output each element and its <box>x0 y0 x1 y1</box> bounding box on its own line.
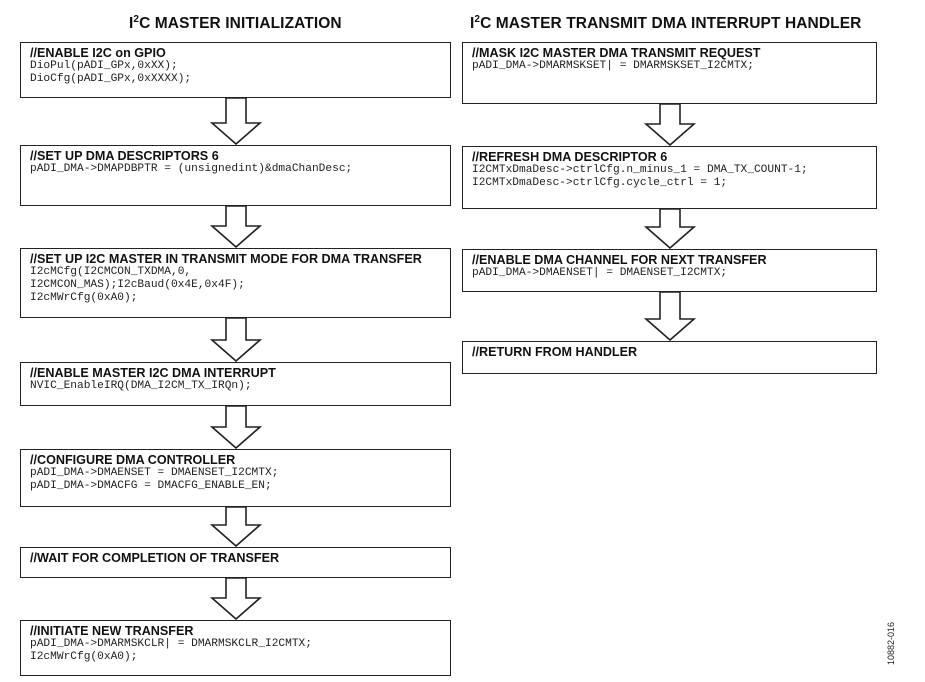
left-step-box: //SET UP I2C MASTER IN TRANSMIT MODE FOR… <box>20 248 451 318</box>
step-heading: //CONFIGURE DMA CONTROLLER <box>30 453 236 467</box>
step-heading: //ENABLE DMA CHANNEL FOR NEXT TRANSFER <box>472 253 767 267</box>
step-heading: //ENABLE MASTER I2C DMA INTERRUPT <box>30 366 276 380</box>
step-heading: //INITIATE NEW TRANSFER <box>30 624 194 638</box>
step-code-line: pADI_DMA->DMAENSET = DMAENSET_I2CMTX; <box>30 467 279 479</box>
step-heading: //ENABLE I2C on GPIO <box>30 46 166 60</box>
step-code-line: pADI_DMA->DMACFG = DMACFG_ENABLE_EN; <box>30 480 272 492</box>
title-left-prefix: I <box>129 15 134 32</box>
right-flow-arrow <box>643 104 696 146</box>
step-code-line: I2cMCfg(I2CMCON_TXDMA,0, <box>30 266 192 278</box>
step-code-line: pADI_DMA->DMAENSET| = DMAENSET_I2CMTX; <box>472 267 728 279</box>
step-code-line: I2cMWrCfg(0xA0); <box>30 292 138 304</box>
step-code-line: I2cMWrCfg(0xA0); <box>30 651 138 663</box>
step-heading: //MASK I2C MASTER DMA TRANSMIT REQUEST <box>472 46 761 60</box>
title-left-text: C MASTER INITIALIZATION <box>139 15 342 32</box>
step-heading: //REFRESH DMA DESCRIPTOR 6 <box>472 150 668 164</box>
title-right-superscript: 2 <box>474 14 481 25</box>
left-step-box: //WAIT FOR COMPLETION OF TRANSFER <box>20 547 451 578</box>
step-heading: //RETURN FROM HANDLER <box>472 345 638 359</box>
step-code-line: I2CMTxDmaDesc->ctrlCfg.n_minus_1 = DMA_T… <box>472 164 808 176</box>
right-column-title: I2C MASTER TRANSMIT DMA INTERRUPT HANDLE… <box>470 14 861 33</box>
step-code-line: DioPul(pADI_GPx,0xXX); <box>30 60 178 72</box>
step-heading: //SET UP I2C MASTER IN TRANSMIT MODE FOR… <box>30 252 422 266</box>
left-flow-arrow <box>209 318 262 362</box>
left-flow-arrow <box>209 98 262 145</box>
title-left-superscript: 2 <box>133 14 140 25</box>
step-heading: //SET UP DMA DESCRIPTORS 6 <box>30 149 219 163</box>
step-code-line: pADI_DMA->DMAPDBPTR = (unsignedint)&dmaC… <box>30 163 353 175</box>
step-code-line: I2CMTxDmaDesc->ctrlCfg.cycle_ctrl = 1; <box>472 177 728 189</box>
step-code-line: DioCfg(pADI_GPx,0xXXXX); <box>30 73 192 85</box>
title-right-prefix: I <box>470 15 475 32</box>
right-flow-arrow <box>643 292 696 341</box>
step-code-line: NVIC_EnableIRQ(DMA_I2CM_TX_IRQn); <box>30 380 252 392</box>
step-code-line: pADI_DMA->DMARMSKSET| = DMARMSKSET_I2CMT… <box>472 60 754 72</box>
right-flow-arrow <box>643 209 696 249</box>
figure-id: 10882-016 <box>886 621 896 665</box>
step-code-line: pADI_DMA->DMARMSKCLR| = DMARMSKCLR_I2CMT… <box>30 638 312 650</box>
left-flow-arrow <box>209 578 262 620</box>
left-column-title: I2C MASTER INITIALIZATION <box>129 14 342 33</box>
step-heading: //WAIT FOR COMPLETION OF TRANSFER <box>30 551 280 565</box>
right-step-box: //RETURN FROM HANDLER <box>462 341 877 374</box>
step-code-line: I2CMCON_MAS);I2cBaud(0x4E,0x4F); <box>30 279 245 291</box>
left-flow-arrow <box>209 507 262 547</box>
left-flow-arrow <box>209 406 262 449</box>
title-right-text: C MASTER TRANSMIT DMA INTERRUPT HANDLER <box>480 15 862 32</box>
left-flow-arrow <box>209 206 262 248</box>
